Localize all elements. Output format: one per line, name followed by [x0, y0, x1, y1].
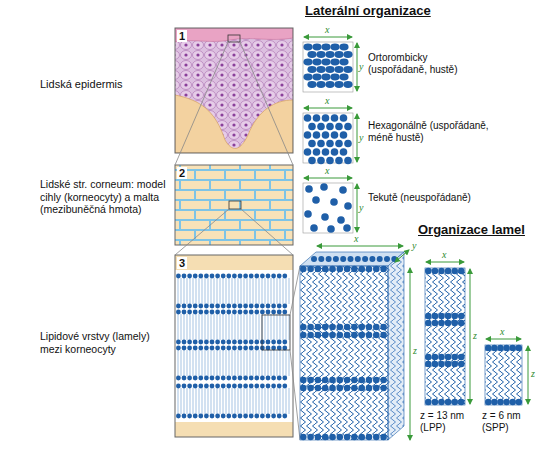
brick-panel [175, 165, 293, 245]
label-text: Lipidové vrstvy (lamely) mezi korneocyty [40, 330, 172, 355]
axis-label: y [359, 61, 363, 73]
axis-label: x [500, 326, 504, 338]
section-heading: Laterální organizace [305, 3, 431, 19]
panel-frame [175, 255, 293, 437]
axis-label: x [354, 233, 358, 245]
axis-label: y [359, 202, 363, 214]
axis-label: x [325, 95, 329, 107]
epidermis-panel [175, 28, 293, 153]
axis-label: y [412, 240, 416, 252]
axis-label: x [325, 165, 329, 177]
panel-frame [175, 165, 293, 245]
axis-lines [304, 37, 528, 440]
callout-number: 3 [177, 257, 187, 269]
panel-frame [175, 28, 293, 153]
label-text: Hexagonálně (uspořádaně, méně hustě) [368, 120, 498, 144]
label-text: Tekutě (neuspořádaně) [368, 192, 478, 204]
axis-label: z [473, 330, 477, 342]
axis-label: x [325, 24, 329, 36]
callout-number: 2 [177, 167, 187, 179]
section-heading: Organizace lamel [418, 222, 525, 238]
lateral-squares [303, 42, 353, 233]
axis-label: z [531, 368, 535, 380]
label-text: Lidské str. corneum: model cihly (korneo… [40, 178, 172, 216]
inset-box [228, 35, 240, 42]
zoom-lines [175, 42, 300, 440]
axis-label: x [442, 249, 446, 261]
label-text: Ortorombicky (uspořádaně, hustě) [368, 52, 483, 76]
inset-box [229, 201, 241, 209]
label-text: z = 6 nm (SPP) [482, 410, 532, 434]
axis-label: z [413, 345, 417, 357]
inset-box [262, 315, 290, 350]
label-text: z = 13 nm (LPP) [420, 410, 476, 434]
callout-number: 1 [177, 30, 187, 42]
lipid-panel [175, 255, 293, 437]
axis-label: y [359, 132, 363, 144]
label-text: Lidská epidermis [40, 78, 172, 91]
